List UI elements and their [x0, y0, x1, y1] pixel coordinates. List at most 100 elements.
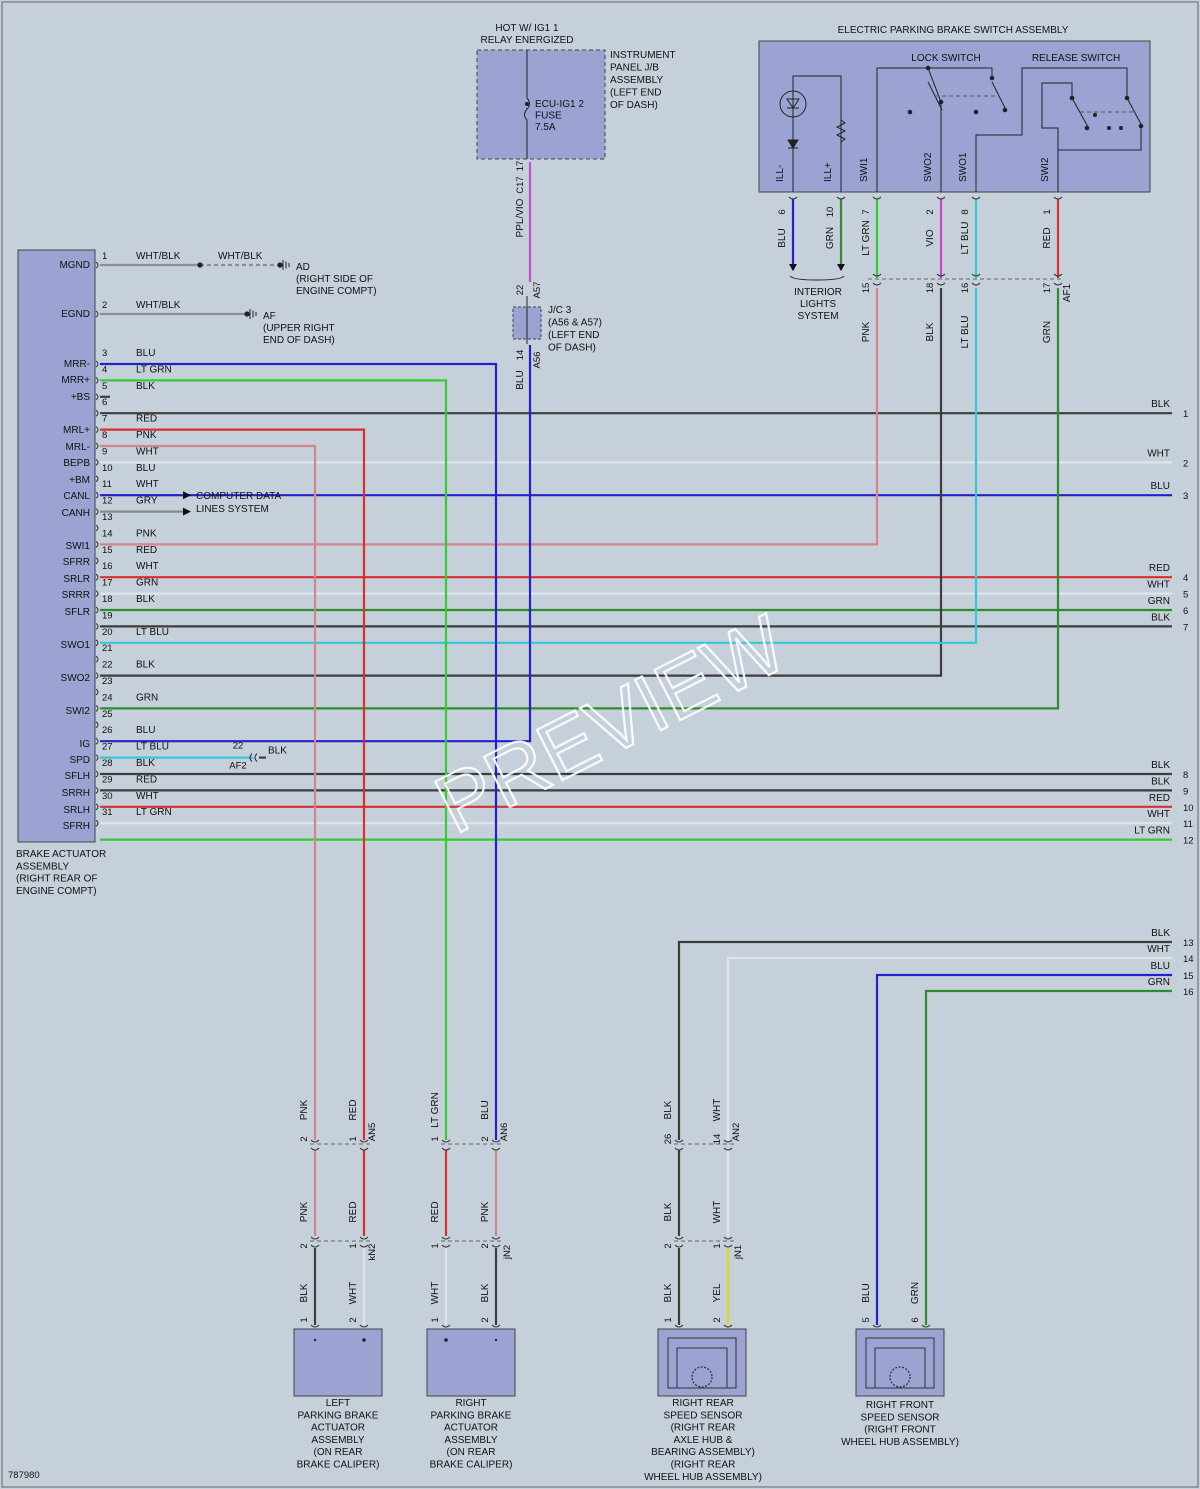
terminal-name: SRRH: [62, 788, 90, 799]
sensor-coil-inner: [874, 1347, 926, 1389]
rear-sensor-caption: (RIGHT REAR: [671, 1423, 736, 1434]
pin-number: 7: [102, 414, 107, 425]
pin-number: 2: [663, 1243, 674, 1248]
pin-number: 2: [102, 300, 107, 311]
wire-color-label: BLK: [268, 746, 287, 757]
pin-terminal-mark: [1053, 273, 1063, 286]
pin-terminal-mark: [936, 196, 946, 200]
fuse-label: ECU-IG1 2: [535, 99, 584, 110]
contact-dot: [925, 65, 931, 71]
pin-number: 14: [712, 1134, 723, 1145]
wire-color-label: BLU: [1151, 481, 1170, 492]
swi2-wire: [100, 288, 1060, 710]
wire-color-label: BLK: [663, 1283, 674, 1302]
wire-color-label: LT BLU: [960, 316, 971, 349]
splice-dot: [525, 102, 529, 106]
pin-terminal-mark: [872, 196, 882, 200]
wire-color-label: WHT: [136, 561, 159, 572]
wire-color-label: RED: [136, 774, 157, 785]
pin-number: 1: [430, 1243, 441, 1248]
wiring-reference-number: 1: [1183, 409, 1188, 420]
pin-number: 19: [102, 610, 113, 621]
ground-location: ENGINE COMPT): [296, 286, 377, 297]
contact-dot: [1084, 125, 1090, 131]
connector-id: AN5: [367, 1123, 378, 1141]
pin-terminal-mark: [971, 273, 981, 286]
terminal-name: SWI2: [66, 706, 91, 717]
pin-number: 28: [102, 758, 113, 769]
brake-actuator-caption: ENGINE COMPT): [16, 886, 97, 897]
splice-dot: [244, 311, 250, 317]
pin-terminal-mark: [95, 459, 99, 466]
wire-color-label: PNK: [480, 1201, 491, 1222]
connector-id: AN6: [499, 1123, 510, 1141]
motor-wire: [100, 362, 498, 1140]
wiring-reference-number: 15: [1183, 971, 1194, 982]
pin-number: 1: [663, 1317, 674, 1322]
pin-number: 1: [1042, 209, 1053, 214]
switch-internal: [1058, 126, 1142, 151]
wire-color-label: BLK: [299, 1283, 310, 1302]
connector-id: AF2: [229, 761, 246, 772]
brake-actuator-box: [17, 249, 96, 843]
pin-number: 15: [102, 545, 113, 556]
pin-terminal-mark: [723, 1139, 733, 1151]
pin-terminal-mark: [936, 273, 946, 286]
wire-color-label: PNK: [861, 321, 872, 342]
wire-color-label: GRN: [1148, 596, 1170, 607]
wire-color-label: BLK: [1151, 928, 1170, 939]
wire-color-label: BLK: [663, 1100, 674, 1119]
contact-dot: [989, 75, 995, 81]
pin-terminal-mark: [723, 1236, 733, 1248]
brake-actuator-caption: BRAKE ACTUATOR: [16, 849, 106, 860]
wire-color-label: LT GRN: [136, 364, 172, 375]
page-id: 787980: [8, 1470, 40, 1481]
pin-terminal-mark: [723, 1324, 733, 1328]
pin-number: 29: [102, 774, 113, 785]
right-actuator-caption: (ON REAR: [447, 1447, 496, 1458]
pin-terminal-mark: [95, 688, 99, 696]
terminal-name: SWO2: [61, 673, 91, 684]
wire-color-label: WHT: [136, 479, 159, 490]
pin-terminal-mark: [359, 1236, 369, 1248]
contact-dot: [907, 109, 913, 115]
pin-terminal-mark: [95, 508, 99, 515]
swo2-wire: [100, 288, 943, 677]
wire-color-label: RED: [1042, 227, 1053, 248]
wire-color-label: LT BLU: [960, 222, 971, 255]
pin-number: 17: [1042, 283, 1053, 294]
pin-terminal-mark: [95, 557, 99, 565]
terminal-name: CANH: [62, 508, 90, 519]
connector-id: kN2: [367, 1244, 378, 1261]
interior-lights-label: INTERIOR: [794, 287, 842, 298]
pin-terminal-mark: [95, 721, 99, 729]
junction-connector-label: (A56 & A57): [548, 318, 602, 329]
pin-number: 15: [861, 283, 872, 294]
wire-color-label: PNK: [136, 430, 157, 441]
wiring-reference-number: 7: [1183, 622, 1188, 633]
wiring-reference-number: 8: [1183, 770, 1188, 781]
right-actuator-caption: ASSEMBLY: [444, 1435, 497, 1446]
pin-number: 2: [712, 1317, 723, 1322]
contact-dot: [1002, 107, 1008, 113]
wiring-reference-number: 12: [1183, 836, 1194, 847]
switch-terminal-name: SWO2: [923, 152, 934, 182]
right-parking-brake-actuator-box: [426, 1328, 516, 1397]
connector-id: C17: [515, 176, 526, 193]
front-sensor-caption: (RIGHT FRONT: [864, 1425, 935, 1436]
terminal-name: MRR+: [61, 375, 90, 386]
pin-terminal-mark: [95, 754, 99, 761]
wire-color-label: RED: [430, 1201, 441, 1222]
left-actuator-caption: ACTUATOR: [311, 1423, 365, 1434]
wire-color-label: VIO: [925, 229, 936, 246]
wire-color-label: WHT: [712, 1099, 723, 1122]
wire-color-label: BLK: [136, 660, 155, 671]
left-actuator-caption: BRAKE CALIPER): [297, 1460, 380, 1471]
ground-id: AF: [263, 311, 276, 322]
pin-number: 16: [960, 283, 971, 294]
wire-color-label: PPL/VIO: [515, 198, 526, 237]
wire-color-label: LT BLU: [136, 742, 169, 753]
swi1-wire: [100, 288, 879, 546]
pin-number: 1: [102, 251, 107, 262]
pin-number: 9: [102, 446, 107, 457]
